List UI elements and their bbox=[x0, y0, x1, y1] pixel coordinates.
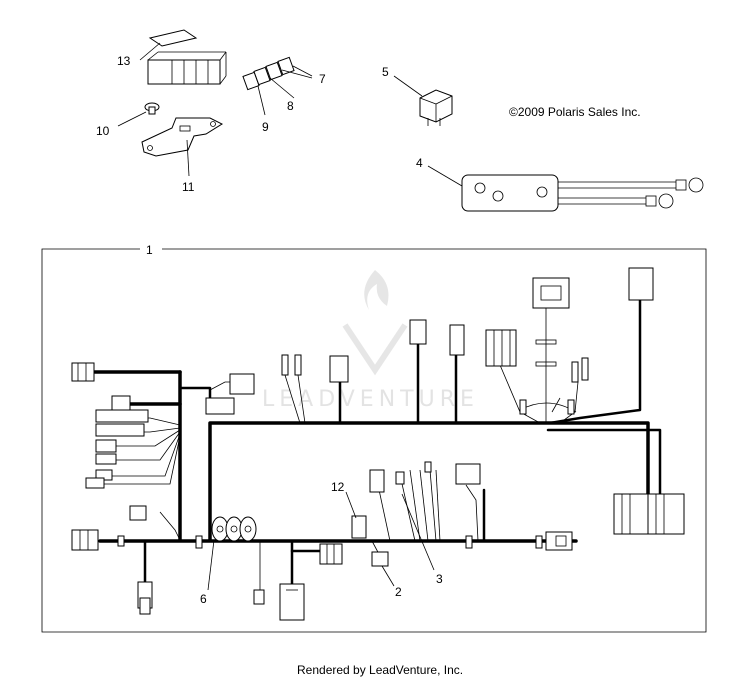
part-5-relay: 5 bbox=[382, 65, 453, 126]
footer-credit: Rendered by LeadVenture, Inc. bbox=[297, 663, 463, 677]
callout-13: 13 bbox=[117, 54, 131, 68]
callout-1: 1 bbox=[146, 243, 153, 257]
part-4-battery-cable: 4 bbox=[416, 156, 704, 212]
part-10-screw: 10 bbox=[96, 102, 160, 138]
callout-6: 6 bbox=[200, 592, 207, 606]
main-wiring-harness bbox=[93, 298, 662, 590]
callout-2: 2 bbox=[395, 585, 402, 599]
callout-12: 12 bbox=[331, 480, 345, 494]
copyright-notice: ©2009 Polaris Sales Inc. bbox=[509, 105, 641, 119]
part-11-bracket: 11 bbox=[141, 117, 224, 194]
part-1-harness-frame: 1 bbox=[41, 243, 707, 633]
part-13-fuse-box: 13 bbox=[117, 29, 227, 85]
callout-7: 7 bbox=[319, 72, 326, 86]
callout-8: 8 bbox=[287, 99, 294, 113]
callout-9: 9 bbox=[262, 120, 269, 134]
callout-11: 11 bbox=[182, 180, 195, 194]
callout-5: 5 bbox=[382, 65, 389, 79]
watermark-text: LEADVENTURE bbox=[262, 387, 479, 412]
harness-connectors bbox=[71, 267, 685, 621]
callout-3: 3 bbox=[436, 572, 443, 586]
parts-7-8-9-fuses: 7 8 9 bbox=[242, 56, 326, 134]
callout-10: 10 bbox=[96, 124, 110, 138]
callout-4: 4 bbox=[416, 156, 423, 170]
leadventure-watermark: LEADVENTURE bbox=[262, 270, 479, 412]
harness-callouts: 6 2 3 12 bbox=[200, 480, 443, 606]
